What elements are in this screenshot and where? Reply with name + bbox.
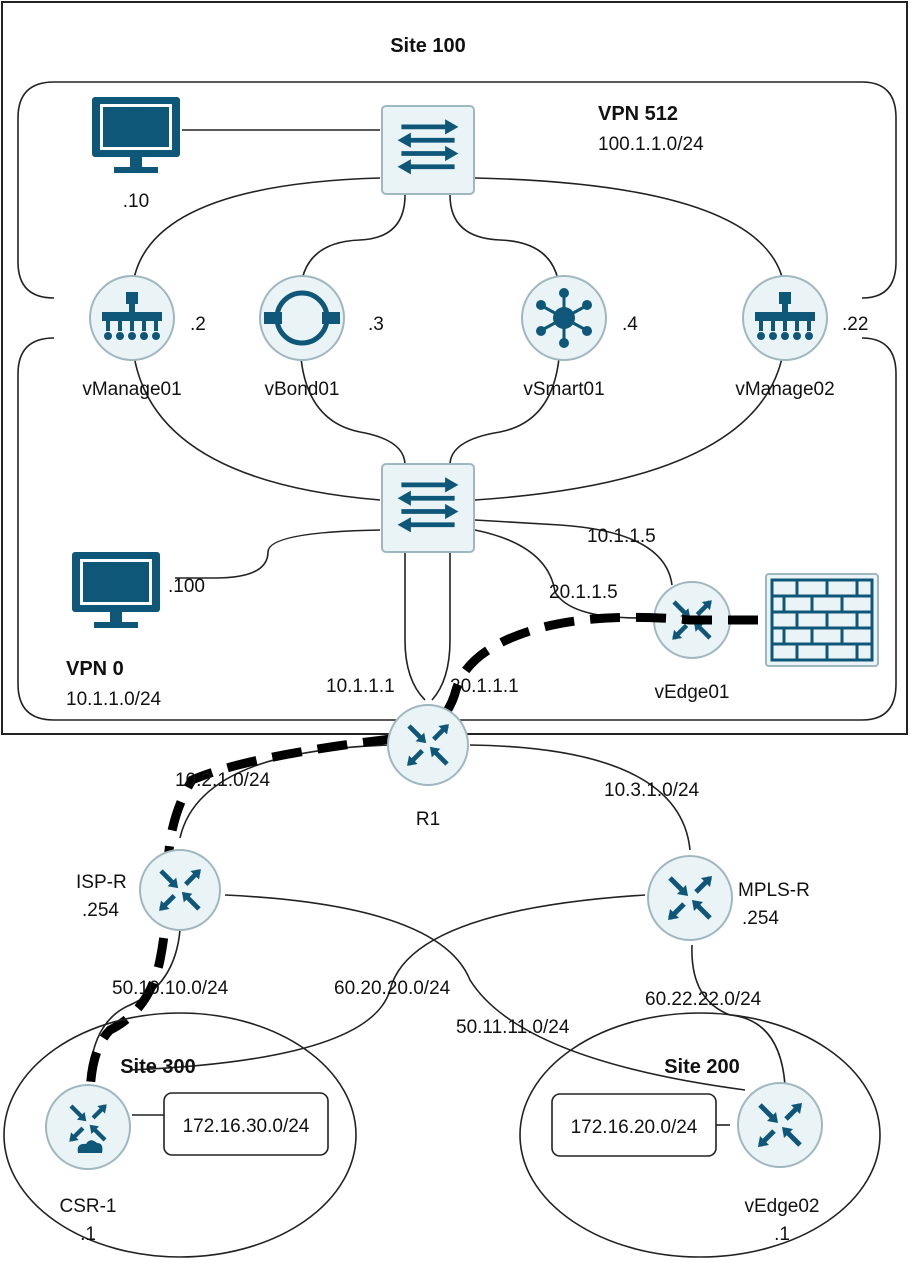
vpn512-switch-icon[interactable]: [381, 105, 475, 195]
vpn0-subnet: 10.1.1.0/24: [66, 689, 162, 710]
mpls-r-router-icon[interactable]: [647, 855, 733, 941]
link-r1-mpls-label: 10.3.1.0/24: [604, 780, 700, 801]
vmanage01-label: vManage01: [82, 379, 181, 400]
vsmart01-icon[interactable]: [521, 275, 607, 361]
vedge02-router-icon[interactable]: [737, 1082, 823, 1168]
vmanage01-suffix: .2: [190, 314, 206, 335]
link-isp-site200-label: 50.11.11.0/24: [456, 1017, 570, 1038]
vsmart01-label: vSmart01: [523, 379, 604, 400]
csr-1-label: CSR-1: [59, 1196, 116, 1217]
link-mpls-site300-label: 60.20.20.0/24: [334, 978, 451, 999]
csr-1-suffix: .1: [80, 1224, 96, 1245]
site-300-ellipse: [3, 1012, 357, 1258]
vmanage02-label: vManage02: [735, 379, 834, 400]
isp-r-suffix: .254: [82, 900, 119, 921]
vpn0-switch-icon[interactable]: [381, 463, 475, 553]
vmanage02-suffix: .22: [842, 314, 868, 335]
vmanage01-icon[interactable]: [89, 275, 175, 361]
mpls-r-suffix: .254: [742, 908, 779, 929]
link-mpls-site200-label: 60.22.22.0/24: [645, 989, 762, 1010]
vbond01-icon[interactable]: [259, 275, 345, 361]
vedge01-ip-top: 10.1.1.5: [587, 526, 656, 547]
vpn0-host-monitor-icon[interactable]: [72, 552, 160, 628]
vbond01-label: vBond01: [264, 379, 339, 400]
site-200-lan-label: 172.16.20.0/24: [571, 1117, 698, 1138]
vedge02-label: vEdge02: [744, 1196, 819, 1217]
csr-1-router-icon[interactable]: [45, 1084, 131, 1170]
tunnel-path: [85, 612, 758, 1101]
vbond01-suffix: .3: [368, 314, 384, 335]
vmanage02-icon[interactable]: [742, 275, 828, 361]
r1-label: R1: [416, 809, 440, 830]
vpn512-title: VPN 512: [598, 103, 678, 125]
vpn512-host-monitor-icon[interactable]: [92, 97, 180, 173]
link-r1-isp-label: 10.2.1.0/24: [175, 770, 271, 791]
vpn512-subnet: 100.1.1.0/24: [598, 134, 704, 155]
vedge02-suffix: .1: [774, 1224, 790, 1245]
vpn0-host-suffix: .100: [168, 576, 205, 597]
vedge01-label: vEdge01: [654, 682, 729, 703]
site-200-lan-box: [551, 1093, 717, 1157]
vpn0-title: VPN 0: [66, 658, 124, 680]
vpn512-region: [17, 81, 897, 299]
site-200-ellipse: [519, 1012, 881, 1258]
link-isp-site300-label: 50.10.10.0/24: [112, 978, 229, 999]
vsmart01-suffix: .4: [622, 314, 638, 335]
mpls-r-label: MPLS-R: [738, 880, 810, 901]
site-300-title: Site 300: [120, 1056, 196, 1078]
r1-ip-right: 20.1.1.1: [450, 676, 519, 697]
site-100-title: Site 100: [390, 35, 466, 57]
isp-r-label: ISP-R: [76, 872, 127, 893]
r1-router-icon[interactable]: [387, 704, 469, 786]
site-300-lan-label: 172.16.30.0/24: [183, 1116, 310, 1137]
firewall-icon[interactable]: [765, 573, 879, 667]
isp-r-router-icon[interactable]: [139, 849, 221, 931]
vpn0-region: [17, 337, 897, 721]
site100-links: [131, 129, 786, 701]
vedge01-ip-bottom: 20.1.1.5: [549, 582, 618, 603]
site-200-title: Site 200: [664, 1056, 740, 1078]
r1-ip-left: 10.1.1.1: [326, 676, 395, 697]
vpn512-host-suffix: .10: [123, 191, 149, 212]
site-300-lan-box: [163, 1092, 329, 1156]
